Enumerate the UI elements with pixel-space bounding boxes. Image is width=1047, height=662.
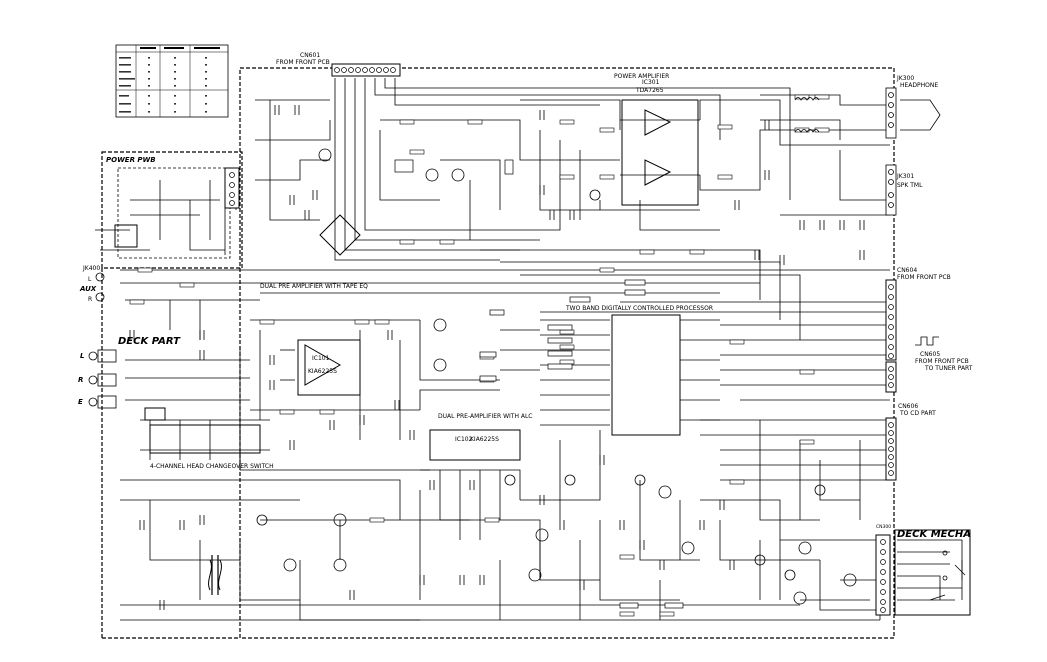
jk300-headphone-jack <box>885 87 941 139</box>
cn601-label: CN601 <box>300 52 320 59</box>
ic102-ref: IC102 <box>455 436 473 443</box>
deck-head-jacks <box>88 349 117 409</box>
cn606-desc: TO CD PART <box>899 410 936 417</box>
ic101-part: KIA6225S <box>308 368 337 375</box>
cn605-label: CN605 <box>920 351 940 358</box>
aux-jack <box>95 272 105 302</box>
ic101-ref: IC101 <box>312 355 330 362</box>
deck-l-label: L <box>80 352 84 360</box>
inductors <box>794 97 820 133</box>
cn300-connector <box>875 534 891 616</box>
ic301-part: TDA7265 <box>635 87 664 94</box>
cn601-desc: FROM FRONT PCB <box>276 59 330 66</box>
dual-pre-amp-tape-title: DUAL PRE AMPLIFIER WITH TAPE EQ <box>260 283 368 290</box>
jk301-label: JK301 <box>896 173 914 180</box>
bottom-transformer <box>211 555 219 595</box>
capacitors <box>129 105 865 610</box>
aux-r-label: R <box>88 296 92 303</box>
ic102-part: KIA6225S <box>470 436 499 443</box>
cn606-label: CN606 <box>898 403 918 410</box>
deck-r-label: R <box>78 376 83 384</box>
power-pwb-title: POWER PWB <box>106 156 156 164</box>
ic301-ref: IC301 <box>642 79 660 86</box>
power-pwb-connector <box>224 167 240 209</box>
cn604-connector <box>885 279 897 361</box>
ic102-preamp <box>429 429 521 461</box>
jk300-label: JK300 <box>896 75 914 82</box>
jk301-desc: SPK TML <box>897 182 923 189</box>
aux-label: AUX <box>79 285 97 293</box>
jk300-desc: HEADPHONE <box>900 82 938 89</box>
deck-mecha-title: DECK MECHA <box>897 529 971 540</box>
transistors <box>256 148 857 605</box>
power-amplifier-title: POWER AMPLIFIER <box>614 73 669 80</box>
tone-processor-title: TWO BAND DIGITALLY CONTROLLED PROCESSOR <box>565 305 713 312</box>
bridge-rectifier <box>319 214 361 256</box>
cn605-desc: FROM FRONT PCB <box>915 358 969 365</box>
cn604-label: CN604 <box>897 267 917 274</box>
ic101-preamp <box>297 339 361 396</box>
wiring <box>95 78 963 621</box>
mode-table <box>115 44 229 118</box>
head-switch-ic <box>144 407 261 454</box>
cn604-desc: FROM FRONT PCB <box>897 274 951 281</box>
cn605-connector <box>885 361 897 393</box>
deck-mecha-switches <box>929 550 966 601</box>
signal-tags <box>394 159 684 609</box>
jk301-speaker-terminal <box>885 164 897 216</box>
cn300-label: CN300 <box>876 524 891 530</box>
power-transformer <box>114 224 222 591</box>
ic301-amplifier <box>621 99 699 206</box>
cn606-connector <box>885 417 897 481</box>
deck-e-label: E <box>78 398 83 406</box>
deck-part-title: DECK PART <box>118 336 181 347</box>
clock-waveform-symbol <box>915 336 939 346</box>
head-switch-title: 4-CHANNEL HEAD CHANGEOVER SWITCH <box>150 463 274 470</box>
aux-l-label: L <box>88 276 92 283</box>
to-tuner-part-label: TO TUNER PART <box>924 365 973 372</box>
jk400-label: JK400 <box>82 265 100 272</box>
cn601-connector <box>331 63 401 77</box>
dual-pre-amp-alc-title: DUAL PRE-AMPLIFIER WITH ALC <box>438 413 533 420</box>
tone-processor-ic <box>611 314 681 436</box>
